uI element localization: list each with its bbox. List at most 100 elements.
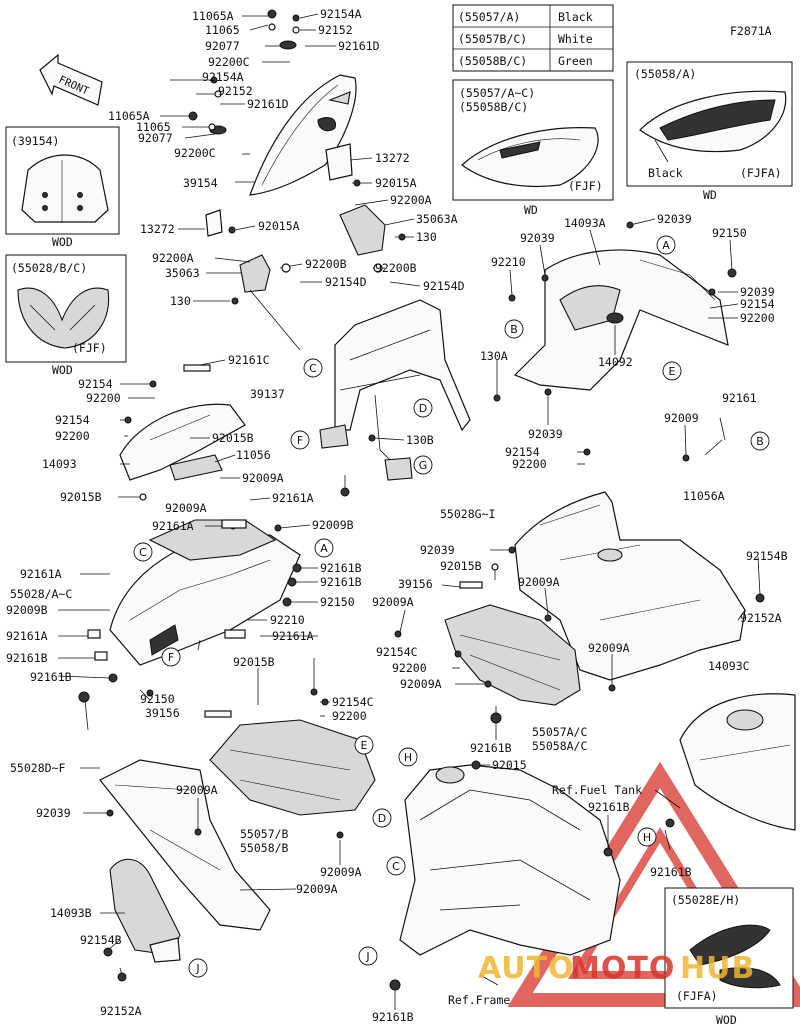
svg-text:92161B: 92161B [372, 1010, 414, 1024]
svg-text:92009A: 92009A [400, 677, 442, 691]
svg-text:92154: 92154 [78, 377, 113, 391]
fasteners [78, 9, 765, 991]
svg-text:35063A: 35063A [416, 212, 458, 226]
svg-text:92200: 92200 [332, 709, 367, 723]
panel-55057a [444, 604, 581, 706]
svg-text:92015A: 92015A [258, 219, 300, 233]
inset-tank-fjfa: (55058/A) Black (FJFA) WD [626, 61, 793, 202]
svg-text:E: E [361, 739, 368, 752]
color-name-1: Black [558, 10, 593, 24]
svg-text:92200: 92200 [55, 429, 90, 443]
fuel-tank-ref [679, 693, 796, 831]
svg-text:J: J [195, 962, 199, 975]
svg-text:WOD: WOD [52, 363, 73, 377]
svg-text:B: B [756, 435, 764, 448]
svg-text:11065A: 11065A [108, 109, 150, 123]
svg-text:11056A: 11056A [683, 489, 725, 503]
svg-text:92009A: 92009A [518, 575, 560, 589]
svg-text:(55058B/C): (55058B/C) [459, 100, 528, 114]
svg-text:A: A [320, 542, 328, 555]
svg-text:92200: 92200 [392, 661, 427, 675]
svg-text:11065: 11065 [136, 120, 171, 134]
svg-text:55028/A~C: 55028/A~C [10, 587, 72, 601]
svg-text:92154B: 92154B [746, 549, 788, 563]
svg-text:E: E [669, 365, 676, 378]
svg-text:92009A: 92009A [372, 595, 414, 609]
svg-text:F: F [297, 434, 303, 447]
svg-text:92154A: 92154A [320, 7, 362, 21]
svg-text:92161B: 92161B [588, 800, 630, 814]
svg-text:WOD: WOD [716, 1013, 737, 1027]
svg-text:55028D~F: 55028D~F [10, 761, 65, 775]
svg-text:92161A: 92161A [20, 567, 62, 581]
svg-text:92039: 92039 [520, 231, 555, 245]
svg-text:92015B: 92015B [212, 431, 254, 445]
cover-14093b [109, 858, 181, 963]
svg-text:(55057/A~C): (55057/A~C) [459, 86, 535, 100]
color-table: (55057/A) Black (55057B/C) White (55058B… [452, 4, 614, 72]
svg-text:92009A: 92009A [320, 865, 362, 879]
svg-text:92200A: 92200A [152, 251, 194, 265]
svg-text:130: 130 [416, 230, 437, 244]
svg-text:MOTO: MOTO [570, 951, 675, 986]
inner-cowl-14093a [513, 249, 729, 391]
svg-text:92161B: 92161B [650, 865, 692, 879]
part-labels: 11065A 92154A 11065 92152 92077 92161D 9… [6, 7, 788, 1024]
svg-text:92161B: 92161B [30, 670, 72, 684]
svg-text:92200: 92200 [86, 391, 121, 405]
color-name-2: White [558, 32, 593, 46]
svg-text:92015: 92015 [492, 758, 527, 772]
svg-text:92161A: 92161A [272, 491, 314, 505]
svg-text:92210: 92210 [270, 613, 305, 627]
svg-text:92152: 92152 [318, 23, 353, 37]
svg-text:92200: 92200 [512, 457, 547, 471]
svg-text:B: B [510, 323, 518, 336]
svg-text:14093: 14093 [42, 457, 77, 471]
svg-text:92200C: 92200C [208, 55, 250, 69]
svg-text:92009: 92009 [664, 411, 699, 425]
svg-text:92154D: 92154D [325, 275, 367, 289]
svg-text:13272: 13272 [140, 222, 175, 236]
svg-text:92152A: 92152A [100, 1004, 142, 1018]
svg-text:Black: Black [648, 166, 683, 180]
svg-text:35063: 35063 [165, 266, 200, 280]
svg-text:92200B: 92200B [305, 257, 347, 271]
svg-text:92200B: 92200B [375, 261, 417, 275]
svg-text:92210: 92210 [491, 255, 526, 269]
svg-text:92161B: 92161B [320, 575, 362, 589]
svg-text:92154: 92154 [505, 445, 540, 459]
svg-text:92161B: 92161B [470, 741, 512, 755]
bracket-35063a [339, 204, 386, 256]
svg-text:(FJF): (FJF) [568, 179, 603, 193]
color-code-2: (55057B/C) [458, 32, 527, 46]
svg-text:92009A: 92009A [296, 882, 338, 896]
svg-text:39156: 39156 [398, 577, 433, 591]
svg-text:92152A: 92152A [740, 611, 782, 625]
svg-text:F: F [168, 651, 174, 664]
svg-text:AUTO: AUTO [478, 951, 575, 986]
svg-text:92009A: 92009A [176, 783, 218, 797]
svg-text:92161C: 92161C [228, 353, 270, 367]
svg-text:92154D: 92154D [423, 279, 465, 293]
duct-11056 [169, 454, 223, 481]
svg-text:92039: 92039 [657, 212, 692, 226]
svg-text:55057A/C: 55057A/C [532, 725, 587, 739]
svg-text:92161B: 92161B [6, 651, 48, 665]
svg-text:WD: WD [703, 188, 717, 202]
inset-front-cowl: (55028/B/C) (FJF) WOD [5, 254, 127, 377]
svg-text:A: A [662, 239, 670, 252]
svg-text:11065: 11065 [205, 23, 240, 37]
grommet-13272-a [325, 143, 353, 181]
svg-text:92161A: 92161A [272, 629, 314, 643]
svg-text:92039: 92039 [740, 285, 775, 299]
svg-text:92009A: 92009A [165, 501, 207, 515]
svg-text:(FJF): (FJF) [72, 341, 107, 355]
reference-circles: A B C D E F G B A C F E H D C H J J [133, 235, 770, 978]
svg-text:130B: 130B [406, 433, 434, 447]
bracket-35063 [239, 254, 271, 293]
svg-text:92009B: 92009B [6, 603, 48, 617]
svg-text:55058/B: 55058/B [240, 841, 289, 855]
svg-text:92039: 92039 [36, 806, 71, 820]
svg-text:92039: 92039 [528, 427, 563, 441]
windshield-part [249, 74, 357, 196]
